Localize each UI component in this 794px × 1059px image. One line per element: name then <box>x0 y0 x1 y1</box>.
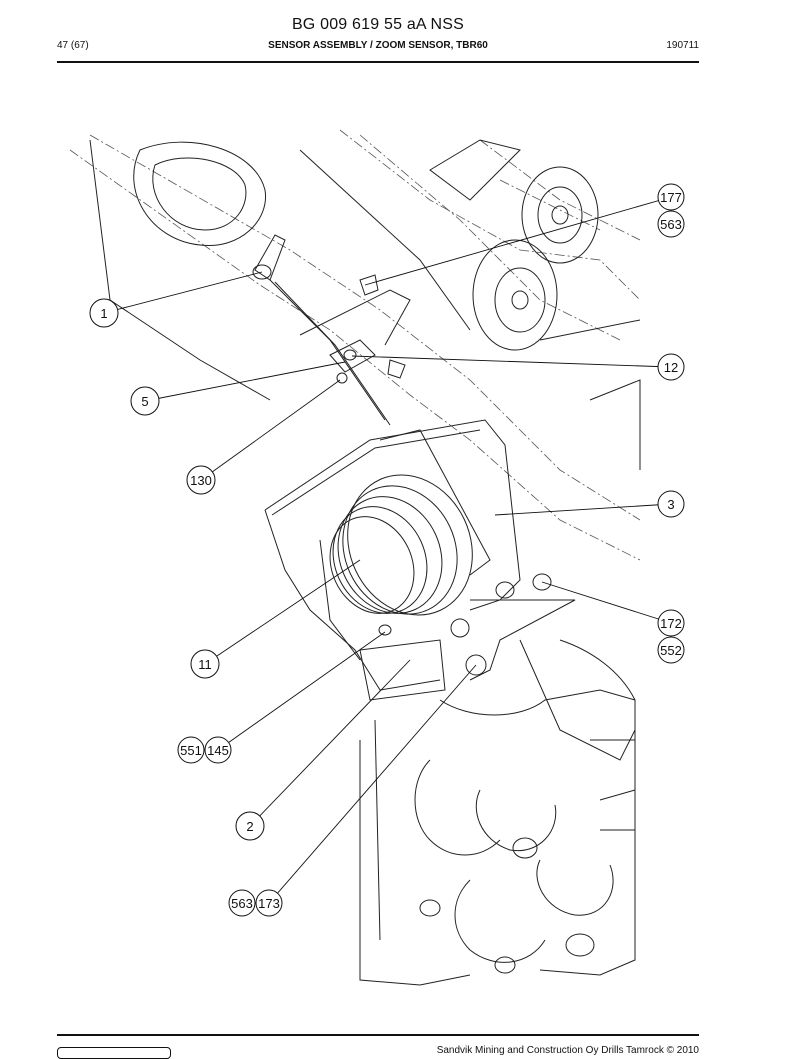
callout-11: 11 <box>190 649 220 679</box>
svg-text:172: 172 <box>660 616 682 631</box>
callout-177: 177 <box>657 183 685 211</box>
callout-12: 12 <box>657 353 685 381</box>
callout-2: 2 <box>235 811 265 841</box>
document-id: BG 009 619 55 aA NSS <box>291 16 465 33</box>
callout-563-top: 563 <box>657 210 685 238</box>
callout-552: 552 <box>657 636 685 664</box>
header-rule <box>57 61 699 63</box>
page-title: SENSOR ASSEMBLY / ZOOM SENSOR, TBR60 <box>268 40 488 51</box>
leader-lines <box>103 196 672 904</box>
svg-text:5: 5 <box>141 394 148 409</box>
svg-text:130: 130 <box>190 473 212 488</box>
callout-3: 3 <box>657 490 685 518</box>
svg-text:177: 177 <box>660 190 682 205</box>
svg-text:552: 552 <box>660 643 682 658</box>
callout-563-bottom: 563 <box>228 889 256 917</box>
callout-130: 130 <box>186 465 216 495</box>
svg-text:563: 563 <box>231 896 253 911</box>
sandvik-logo <box>57 1047 171 1059</box>
footer-copyright: Sandvik Mining and Construction Oy Drill… <box>436 1045 699 1056</box>
zoom-sensor-top <box>252 234 411 426</box>
callout-5: 5 <box>130 386 160 416</box>
callout-1: 1 <box>89 298 119 328</box>
svg-text:2: 2 <box>246 819 253 834</box>
frame-outline <box>69 129 641 561</box>
callout-172: 172 <box>657 609 685 637</box>
svg-text:1: 1 <box>100 306 107 321</box>
svg-text:551: 551 <box>180 743 202 758</box>
callout-551: 551 <box>177 736 205 764</box>
callout-173: 173 <box>255 889 283 917</box>
svg-text:173: 173 <box>258 896 280 911</box>
svg-text:145: 145 <box>207 743 229 758</box>
document-date: 190711 <box>666 40 699 51</box>
svg-text:11: 11 <box>198 657 212 672</box>
sensor-housing <box>264 419 576 701</box>
lower-frame <box>359 639 636 986</box>
svg-text:3: 3 <box>667 497 674 512</box>
svg-text:563: 563 <box>660 217 682 232</box>
svg-text:12: 12 <box>664 360 678 375</box>
footer-rule <box>57 1034 699 1036</box>
page-number: 47 (67) <box>57 40 89 51</box>
callout-145: 145 <box>204 736 232 764</box>
